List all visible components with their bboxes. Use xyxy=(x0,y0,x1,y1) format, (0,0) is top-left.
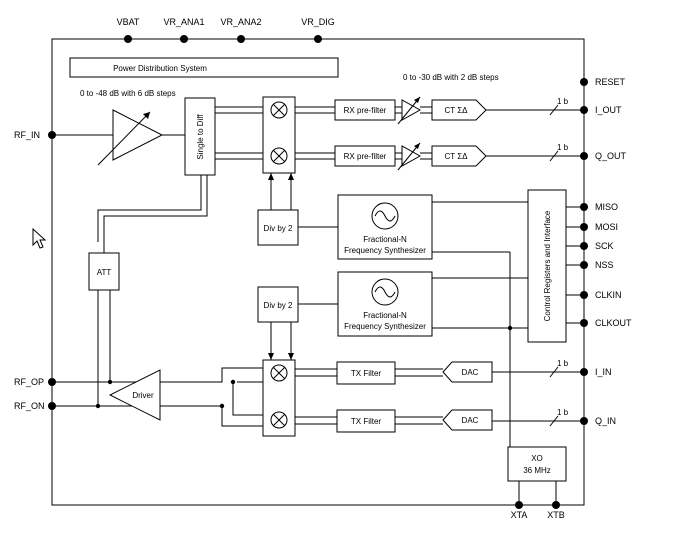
pin-label-miso: MISO xyxy=(595,202,618,212)
dac-q xyxy=(442,409,493,431)
rx-prefilter-i xyxy=(334,99,396,121)
dac-q-label: DAC xyxy=(462,416,479,425)
pin-label-vr-dig: VR_DIG xyxy=(301,17,335,27)
single-to-diff-block xyxy=(184,97,216,176)
tx-filter-q xyxy=(336,409,396,433)
pin-label-mosi: MOSI xyxy=(595,222,618,232)
right-pins: RESET I_OUT Q_OUT MISO MOSI SCK NSS CLKI… xyxy=(580,77,632,426)
i-out-bits: 1 b xyxy=(557,97,569,106)
pin-label-vr-ana1: VR_ANA1 xyxy=(163,17,204,27)
pin-label-vbat: VBAT xyxy=(117,17,140,27)
single-to-diff-label: Single to Diff xyxy=(196,114,205,160)
mouse-cursor-icon xyxy=(32,227,47,249)
tx-filter-q-label: TX Filter xyxy=(351,417,382,426)
pin-xtb xyxy=(552,501,560,509)
driver-label: Driver xyxy=(132,391,154,400)
i-in-bits: 1 b xyxy=(557,359,569,368)
att-label: ATT xyxy=(97,268,112,277)
rx-prefilter-i-label: RX pre-filter xyxy=(344,106,387,115)
ct-sigma-delta-q xyxy=(431,145,487,167)
rx-synth-label-1: Fractional-N xyxy=(363,235,407,244)
q-out-bits: 1 b xyxy=(557,143,569,152)
pin-label-i-out: I_OUT xyxy=(595,105,622,115)
rx-mixer-q xyxy=(270,147,288,165)
tx-synth-label-1: Fractional-N xyxy=(363,311,407,320)
rx-mixer-i xyxy=(270,101,288,119)
tx-filter-i-label: TX Filter xyxy=(351,369,382,378)
pin-vr-dig xyxy=(314,35,322,43)
pin-label-nss: NSS xyxy=(595,260,614,270)
pin-label-sck: SCK xyxy=(595,241,614,251)
tx-synth-label-2: Frequency Synthesizer xyxy=(344,322,426,331)
tx-div-by-2 xyxy=(257,286,299,323)
driver-amplifier xyxy=(108,369,161,421)
pin-label-rf-op: RF_OP xyxy=(14,377,44,387)
pin-vr-ana1 xyxy=(180,35,188,43)
lna-amplifier xyxy=(112,109,164,161)
ct-sigma-delta-i xyxy=(431,99,487,121)
xo-label-2: 36 MHz xyxy=(523,466,551,475)
pin-xta xyxy=(515,501,523,509)
pin-label-rf-on: RF_ON xyxy=(14,401,45,411)
rx-div-by-2-label: Div by 2 xyxy=(264,224,293,233)
vga-gain-note: 0 to -30 dB with 2 dB steps xyxy=(403,73,499,82)
power-distribution-block xyxy=(69,57,339,78)
pin-label-vr-ana2: VR_ANA2 xyxy=(220,17,261,27)
tx-mixer-q xyxy=(270,411,288,429)
pin-label-rf-in: RF_IN xyxy=(14,130,40,140)
vga-i xyxy=(401,99,422,121)
lna-gain-note: 0 to -48 dB with 6 dB steps xyxy=(80,89,176,98)
pin-label-q-out: Q_OUT xyxy=(595,151,627,161)
control-registers-block xyxy=(527,189,567,343)
q-in-bits: 1 b xyxy=(557,408,569,417)
tx-mixer-i xyxy=(270,364,288,382)
pin-label-q-in: Q_IN xyxy=(595,416,616,426)
control-registers-label: Control Registers and Interface xyxy=(543,210,552,321)
power-distribution-label: Power Distribution System xyxy=(113,64,207,73)
pin-label-i-in: I_IN xyxy=(595,367,612,377)
ct-sigma-delta-q-label: CT ΣΔ xyxy=(444,152,468,161)
chip-outline xyxy=(51,38,585,506)
pin-label-reset: RESET xyxy=(595,77,626,87)
rx-prefilter-q xyxy=(334,145,396,167)
rx-prefilter-q-label: RX pre-filter xyxy=(344,152,387,161)
rx-synth-label-2: Frequency Synthesizer xyxy=(344,246,426,255)
dac-i-label: DAC xyxy=(462,368,479,377)
xo-oscillator-block xyxy=(507,446,567,482)
tx-div-by-2-label: Div by 2 xyxy=(264,301,293,310)
pin-label-clkout: CLKOUT xyxy=(595,318,632,328)
xo-label-1: XO xyxy=(531,454,543,463)
tx-filter-i xyxy=(336,361,396,385)
pin-label-xta: XTA xyxy=(511,510,528,520)
vga-q xyxy=(401,145,422,167)
pin-label-clkin: CLKIN xyxy=(595,290,622,300)
ct-sigma-delta-i-label: CT ΣΔ xyxy=(444,106,468,115)
pin-vbat xyxy=(124,35,132,43)
pin-vr-ana2 xyxy=(237,35,245,43)
top-pins: VBAT VR_ANA1 VR_ANA2 VR_DIG xyxy=(117,17,335,43)
pin-label-xtb: XTB xyxy=(547,510,565,520)
